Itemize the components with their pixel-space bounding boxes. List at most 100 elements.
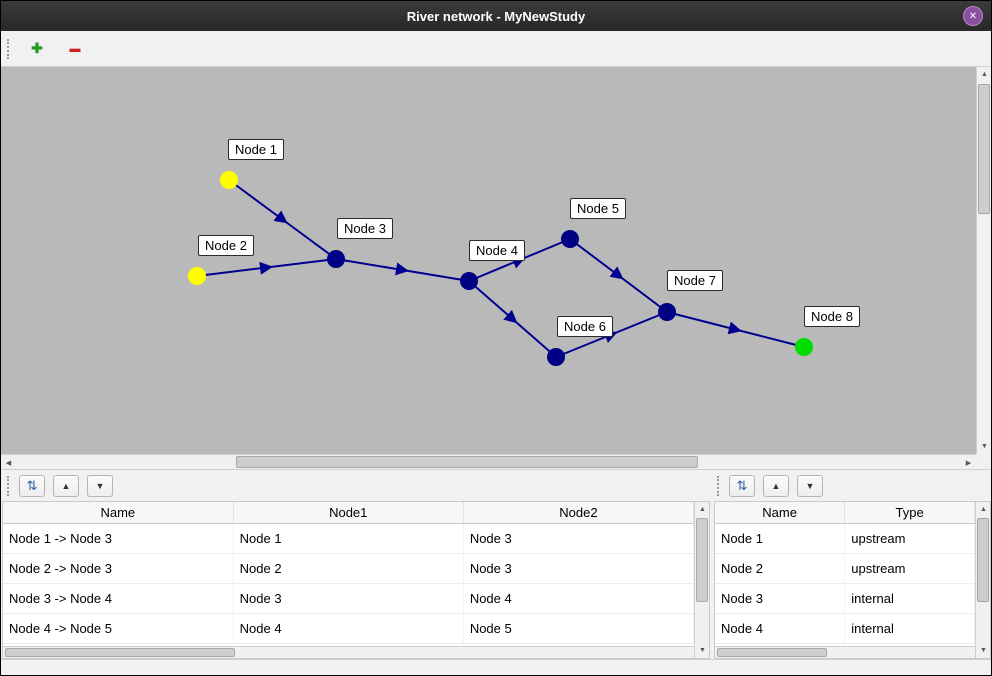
table-cell[interactable]: Node 3 [233, 583, 464, 614]
column-header[interactable]: Name [3, 502, 234, 524]
scroll-down-icon[interactable]: ▼ [980, 647, 987, 654]
column-header[interactable]: Node1 [233, 502, 464, 524]
table-cell[interactable]: Node 3 [715, 583, 846, 614]
graph-edge[interactable] [569, 238, 668, 313]
scroll-left-icon[interactable]: ◀ [5, 459, 12, 467]
table-cell[interactable]: Node 4 [463, 583, 695, 614]
table-cell[interactable]: Node 4 [233, 613, 464, 644]
horizontal-scroll-thumb[interactable] [5, 648, 235, 657]
node-label[interactable]: Node 6 [557, 316, 613, 337]
table-cell[interactable]: Node 1 -> Node 3 [3, 523, 234, 554]
table-cell[interactable]: Node 2 [715, 553, 846, 584]
edges-move-up-button[interactable]: ▲ [53, 474, 79, 497]
toolbar-grip [7, 475, 11, 496]
up-arrow-icon: ▲ [771, 480, 781, 491]
graph-node[interactable] [188, 267, 206, 285]
vertical-scroll-thumb[interactable] [978, 84, 990, 214]
node-label[interactable]: Node 7 [667, 270, 723, 291]
nodes-move-up-button[interactable]: ▲ [763, 474, 789, 497]
add-node-button[interactable]: ✚ [25, 37, 49, 61]
canvas-region: Node 1 Node 2 Node 3 Node 4 Node 5 Node 6 Node… [1, 67, 991, 469]
nodes-table-tools: ⇅ ▲ ▼ [711, 474, 829, 497]
scroll-down-icon[interactable]: ▼ [981, 443, 988, 450]
edges-table-horizontal-scrollbar[interactable] [3, 646, 694, 658]
remove-node-button[interactable]: ▬ [63, 37, 87, 61]
table-cell[interactable]: Node 1 [715, 523, 846, 554]
scroll-up-icon[interactable]: ▲ [981, 71, 988, 78]
node-label[interactable]: Node 3 [337, 218, 393, 239]
horizontal-scroll-thumb[interactable] [236, 456, 698, 468]
close-button[interactable]: ✕ [963, 6, 983, 26]
scroll-right-icon[interactable]: ▶ [965, 459, 972, 467]
graph-edge[interactable] [468, 280, 557, 358]
graph-node[interactable] [795, 338, 813, 356]
scroll-up-icon[interactable]: ▲ [980, 506, 987, 513]
river-network-svg [188, 171, 813, 366]
table-cell[interactable]: Node 3 [463, 553, 695, 584]
node-label[interactable]: Node 5 [570, 198, 626, 219]
table-cell[interactable]: Node 5 [463, 613, 695, 644]
nodes-sort-button[interactable]: ⇅ [729, 474, 755, 497]
add-icon: ✚ [31, 40, 43, 56]
graph-node[interactable] [658, 303, 676, 321]
nodes-table-vertical-scrollbar[interactable]: ▲ ▼ [975, 502, 990, 658]
nodes-table-horizontal-scrollbar[interactable] [715, 646, 975, 658]
node-label[interactable]: Node 2 [198, 235, 254, 256]
canvas-horizontal-scrollbar[interactable]: ◀ ▶ [1, 454, 976, 469]
scroll-up-icon[interactable]: ▲ [699, 506, 706, 513]
edges-move-down-button[interactable]: ▼ [87, 474, 113, 497]
graph-node[interactable] [327, 250, 345, 268]
graph-edge[interactable] [228, 179, 337, 260]
table-cell[interactable]: Node 3 -> Node 4 [3, 583, 234, 614]
node-label[interactable]: Node 1 [228, 139, 284, 160]
toolbar-grip [717, 475, 721, 496]
graph-edge[interactable] [196, 258, 337, 277]
graph-edge[interactable] [666, 311, 805, 348]
column-header[interactable]: Node2 [463, 502, 695, 524]
node-label[interactable]: Node 4 [469, 240, 525, 261]
table-cell[interactable]: Node 4 [715, 613, 846, 644]
scrollbar-corner [976, 454, 991, 469]
river-network-canvas[interactable]: Node 1 Node 2 Node 3 Node 4 Node 5 Node 6 Node… [1, 67, 976, 454]
vertical-scroll-thumb[interactable] [977, 518, 989, 602]
edges-table-vertical-scrollbar[interactable]: ▲ ▼ [694, 502, 709, 658]
nodes-move-down-button[interactable]: ▼ [797, 474, 823, 497]
node-label[interactable]: Node 8 [804, 306, 860, 327]
table-cell[interactable]: internal [844, 613, 975, 644]
graph-node[interactable] [561, 230, 579, 248]
table-cell[interactable]: Node 4 -> Node 5 [3, 613, 234, 644]
canvas-vertical-scrollbar[interactable]: ▲ ▼ [976, 67, 991, 454]
tables-toolbar: ⇅ ▲ ▼ ⇅ ▲ ▼ [1, 469, 991, 501]
table-cell[interactable]: Node 2 [233, 553, 464, 584]
graph-node[interactable] [220, 171, 238, 189]
table-cell[interactable]: Node 1 [233, 523, 464, 554]
horizontal-scroll-thumb[interactable] [717, 648, 827, 657]
status-bar [1, 659, 991, 675]
graph-node[interactable] [460, 272, 478, 290]
column-header[interactable]: Name [715, 502, 846, 524]
remove-icon: ▬ [69, 42, 81, 55]
table-cell[interactable]: Node 3 [463, 523, 695, 554]
table-cell[interactable]: internal [844, 583, 975, 614]
table-cell[interactable]: Node 2 -> Node 3 [3, 553, 234, 584]
graph-node[interactable] [547, 348, 565, 366]
graph-edge[interactable] [335, 258, 470, 282]
down-arrow-icon: ▼ [805, 480, 815, 491]
edges-sort-button[interactable]: ⇅ [19, 474, 45, 497]
vertical-scroll-thumb[interactable] [696, 518, 708, 602]
column-header[interactable]: Type [844, 502, 975, 524]
table-cell[interactable]: upstream [844, 523, 975, 554]
scroll-down-icon[interactable]: ▼ [699, 647, 706, 654]
table-cell[interactable]: upstream [844, 553, 975, 584]
